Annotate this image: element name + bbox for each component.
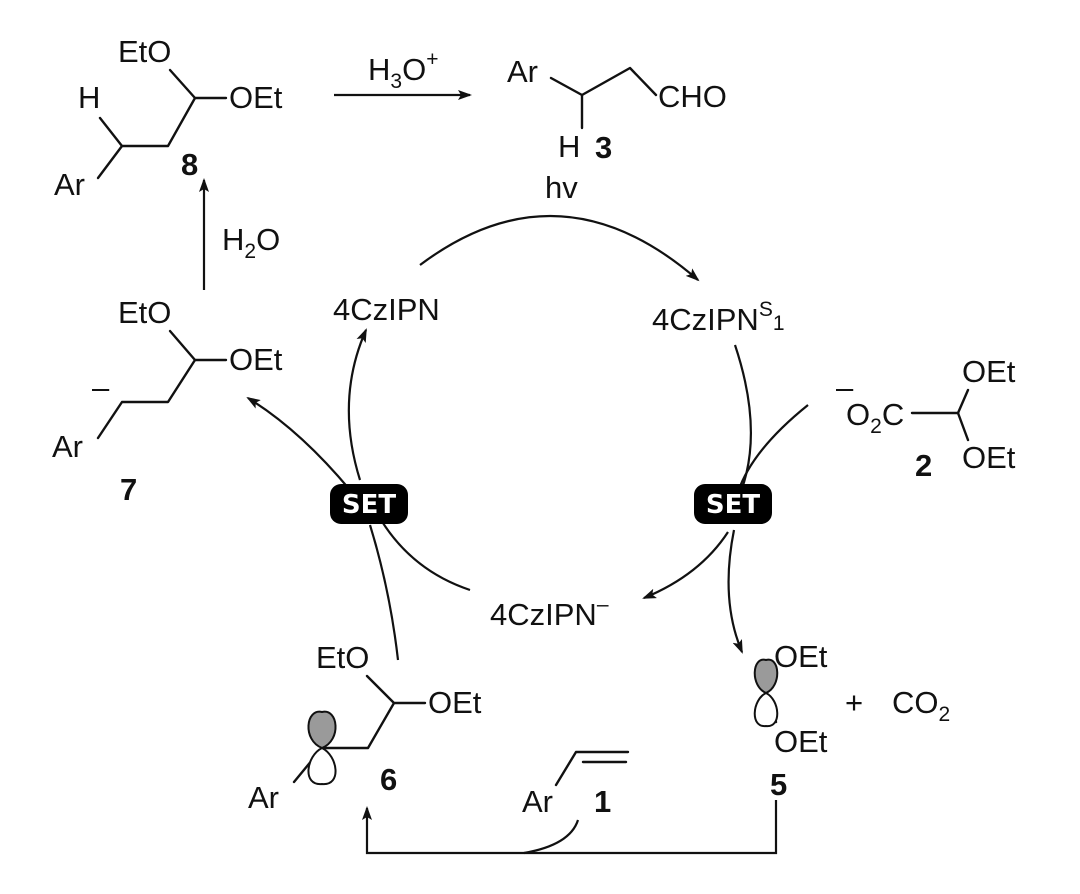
compound-8-acetal-bonds	[168, 68, 228, 100]
h3o-reagent-label: H3O+	[368, 48, 438, 93]
compound-5-number: 5	[770, 767, 787, 802]
compound-2-number: 2	[915, 448, 932, 483]
set-to-carbanion-arrow	[246, 396, 351, 491]
compound-8-oet-label: OEt	[229, 80, 283, 115]
set-badge-right: SET	[694, 484, 772, 524]
compound-6-radical-orbital-lower-lobe	[307, 746, 337, 786]
compound-1-structure: Ar 1	[522, 750, 630, 819]
compound-8-chain-bonds	[98, 96, 197, 148]
compound-2-o-top-bond	[956, 388, 970, 415]
catalyst-ground-state-label: 4CzIPN	[333, 292, 440, 327]
compound-1-number: 1	[594, 784, 611, 819]
compound-2-oet-top-label: OEt	[962, 354, 1016, 389]
compound-8-number: 8	[181, 147, 198, 182]
compound-5-radical-orbital-lower-lobe	[753, 691, 779, 727]
catalyst-reduced-label: 4CzIPN–	[490, 593, 609, 632]
set-badge-left-text: SET	[342, 490, 396, 520]
photoexcitation-arrow	[419, 214, 700, 282]
compound-8-ar-label: Ar	[54, 167, 85, 202]
compound-8-ar-bond	[96, 144, 124, 180]
compound-8-structure: EtO OEt H Ar 8	[54, 34, 283, 202]
set-badge-left-box	[330, 484, 408, 524]
compound-6-ar-label: Ar	[248, 780, 279, 815]
compound-5-radical-orbital-upper-lobe	[753, 658, 779, 695]
h2o-reagent-label: H2O	[222, 222, 280, 263]
compound-6-chain-bonds	[292, 701, 396, 784]
compound-3-chain-bonds	[549, 66, 658, 97]
compound-7-eto-label: EtO	[118, 295, 171, 330]
co2-label: CO2	[892, 685, 950, 726]
compound-6-eto-label: EtO	[316, 640, 369, 675]
compound-3-cho-label: CHO	[658, 79, 727, 114]
compound-2-carboxylate-label: O2C	[846, 397, 904, 438]
compound-3-h-label: H	[558, 129, 580, 164]
compound-3-number: 3	[595, 130, 612, 165]
radical-addition-arrow	[362, 800, 778, 855]
compound-3-ar-label: Ar	[507, 54, 538, 89]
compound-8-eto-label: EtO	[118, 34, 171, 69]
compound-2-carboxylate-charge: –	[836, 370, 854, 405]
compound-7-carbanion-charge: –	[92, 370, 110, 405]
catalyst-excited-state-label: 4CzIPNS1	[652, 298, 785, 337]
compound-3-structure: Ar CHO H 3	[507, 54, 727, 165]
protonation-step: H2O	[199, 178, 280, 290]
set-to-reduced-arrow	[642, 531, 729, 600]
hydrolysis-step: H3O+	[334, 48, 472, 100]
compound-5-oet-bottom-label: OEt	[774, 724, 828, 759]
compound-7-oet-label: OEt	[229, 342, 283, 377]
reduced-to-set-arc	[377, 514, 471, 592]
radical-in-arc	[368, 524, 400, 661]
compound-6-radical-orbital-upper-lobe	[307, 710, 337, 750]
compound-7-acetal-bonds	[168, 329, 228, 362]
carboxylate-in-arc	[736, 404, 809, 493]
compound-8-h-label: H	[78, 80, 100, 115]
compound-7-ar-label: Ar	[52, 429, 83, 464]
compound-6-oet-label: OEt	[428, 685, 482, 720]
compound-2-structure: – O2C OEt OEt 2	[836, 354, 1016, 483]
compound-6-number: 6	[380, 762, 397, 797]
compound-7-number: 7	[120, 472, 137, 507]
compound-6-acetal-bonds	[365, 674, 427, 705]
compound-7-chain-bonds	[96, 358, 197, 440]
compound-2-oet-bottom-label: OEt	[962, 440, 1016, 475]
compound-1-ar-label: Ar	[522, 784, 553, 819]
set-badge-right-box	[694, 484, 772, 524]
set-to-ground-arrow	[347, 328, 368, 481]
compound-5-oet-top-label: OEt	[774, 639, 828, 674]
set-badge-left: SET	[330, 484, 408, 524]
plus-sign: +	[845, 685, 863, 720]
set-badge-right-text: SET	[706, 490, 760, 520]
decarboxylation-arrow	[727, 529, 744, 654]
compound-1-vinyl-bond	[554, 750, 630, 787]
hv-label: hv	[545, 170, 578, 205]
compound-6-structure: EtO OEt Ar 6	[248, 640, 482, 815]
compound-2-o-bottom-bond	[956, 411, 970, 442]
compound-7-structure: EtO OEt – Ar 7	[52, 295, 283, 507]
alkene-join-arc	[523, 819, 580, 855]
compound-5-structure: OEt OEt 5	[753, 639, 828, 802]
